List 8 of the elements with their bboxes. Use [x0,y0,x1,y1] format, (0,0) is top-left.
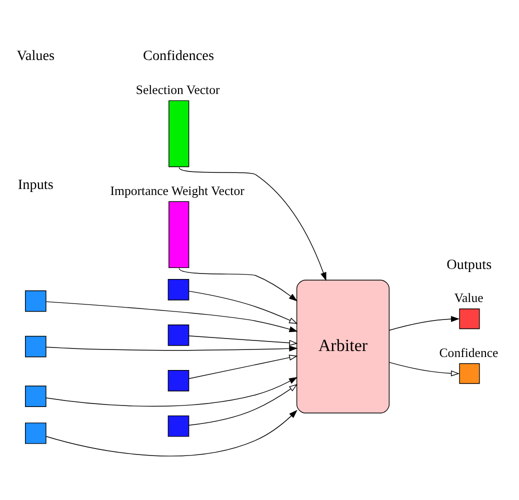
label: Confidences [142,48,214,64]
label: Outputs [446,257,492,274]
label: Inputs [18,176,54,193]
label: Values [16,48,55,64]
node-label: Importance Weight Vector [110,184,244,198]
node-label: Confidence [439,346,498,360]
node-label: Value [454,291,484,306]
node-label: Selection Vector [136,82,220,97]
